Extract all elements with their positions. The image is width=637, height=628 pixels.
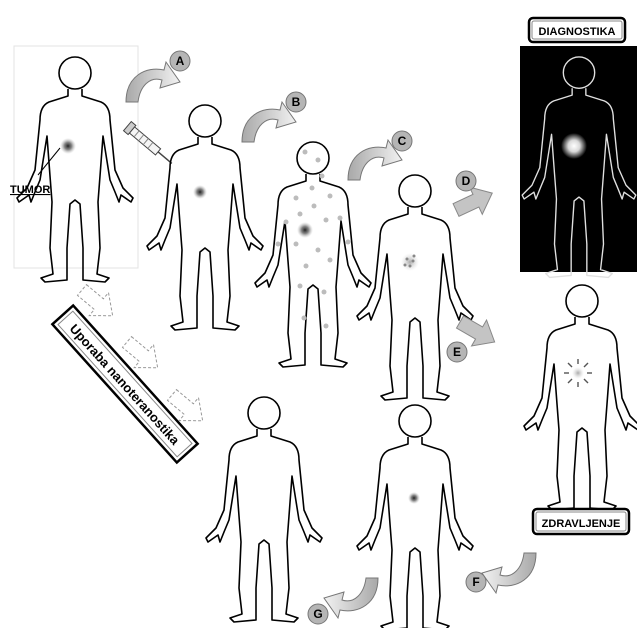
tumor-spot-distributed [297, 222, 313, 238]
tumor-spot-recovering [408, 492, 420, 504]
step-label-c: C [392, 131, 412, 151]
svg-text:ZDRAVLJENJE: ZDRAVLJENJE [542, 518, 621, 530]
svg-text:DIAGNOSTIKA: DIAGNOSTIKA [539, 26, 616, 38]
figure-patient-treated [524, 285, 637, 510]
svg-text:Uporaba nanoteranostika: Uporaba nanoteranostika [67, 321, 184, 448]
figure-patient-healthy [206, 397, 322, 622]
curved-arrow-icon-g [324, 578, 378, 618]
svg-text:F: F [472, 575, 479, 589]
svg-text:G: G [313, 607, 322, 621]
step-label-b: B [286, 92, 306, 112]
svg-text:D: D [462, 174, 471, 188]
tumor-spot [60, 138, 76, 154]
tumor-spot-accumulated [401, 253, 419, 271]
svg-text:C: C [398, 134, 407, 148]
tumor-spot-injected [193, 185, 207, 199]
step-label-d: D [456, 171, 476, 191]
curved-arrow-icon-f [482, 553, 536, 593]
diagnostika-label: DIAGNOSTIKA [529, 18, 625, 42]
patient-tumor-box [14, 46, 138, 268]
step-label-f: F [466, 572, 486, 592]
treatment-burst-icon [564, 359, 592, 387]
svg-text:B: B [292, 95, 301, 109]
zdravljenje-label: ZDRAVLJENJE [533, 509, 629, 534]
nanoteranostika-label: Uporaba nanoteranostika [52, 306, 197, 463]
tumor-label: TUMOR [10, 184, 50, 196]
step-label-g: G [308, 604, 328, 624]
svg-text:A: A [176, 54, 185, 68]
step-label-e: E [447, 342, 467, 362]
diagnostic-glow-spot [561, 133, 587, 159]
svg-text:E: E [453, 345, 461, 359]
diagnostic-image-panel [520, 46, 637, 277]
step-label-a: A [170, 51, 190, 71]
